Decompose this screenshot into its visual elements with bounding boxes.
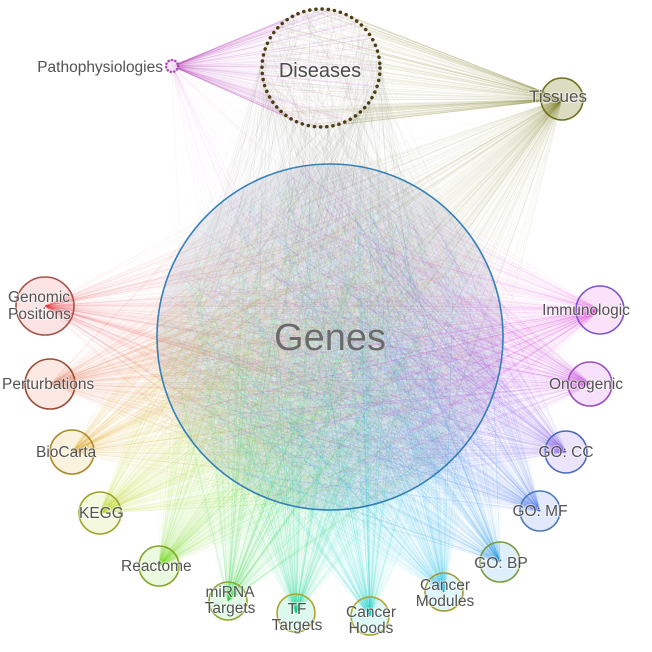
edges-go-mf-to-genes — [160, 167, 541, 512]
edges-reactome-to-genes — [158, 165, 495, 567]
edges-cancer-modules-to-genes — [159, 172, 482, 593]
edges-go-cc-to-genes — [166, 167, 567, 503]
node-tf-targets[interactable] — [276, 593, 316, 633]
label-go-mf: GO: MF — [512, 503, 567, 520]
node-cancer-modules[interactable] — [424, 572, 464, 612]
node-layer — [15, 7, 625, 636]
node-go-mf[interactable] — [519, 490, 561, 532]
edges-biocarta-to-genes — [71, 172, 500, 504]
node-go-cc[interactable] — [544, 430, 588, 474]
label-oncogenic: Oncogenic — [549, 376, 623, 393]
label-go-bp: GO: BP — [474, 555, 527, 572]
node-biocarta[interactable] — [49, 429, 95, 475]
node-perturbations[interactable] — [24, 358, 76, 410]
genes-label: Genes — [274, 317, 386, 359]
label-pathophysiologies: Pathophysiologies — [37, 59, 163, 76]
node-mirna-targets[interactable] — [208, 581, 248, 621]
label-tissues: Tissues — [529, 87, 587, 106]
label-go-cc: GO: CC — [538, 444, 593, 461]
label-layer: Genes Diseases PathophysiologiesTissuesGen… — [1, 58, 631, 638]
label-immunologic: Immunologic — [542, 302, 630, 319]
genes-area — [157, 164, 503, 510]
node-kegg[interactable] — [78, 491, 122, 535]
edges-mirna-targets-to-genes — [160, 178, 492, 602]
label-perturbations: Perturbations — [2, 376, 94, 393]
edge-layer — [44, 8, 601, 617]
label-reactome: Reactome — [121, 558, 192, 575]
node-oncogenic[interactable] — [567, 361, 613, 407]
edges-genomic-positions-to-genes — [44, 169, 496, 500]
node-reactome[interactable] — [138, 545, 180, 587]
edges-immunologic-to-genes — [168, 169, 601, 508]
edges-kegg-to-genes — [99, 165, 499, 514]
edges-perturbations-to-genes — [49, 171, 495, 504]
node-genomic-positions[interactable] — [15, 276, 75, 336]
node-immunologic[interactable] — [575, 285, 625, 335]
edges-pathophysiologies-to-diseases — [171, 8, 381, 128]
node-go-bp[interactable] — [479, 541, 521, 583]
edges-tf-targets-to-genes — [170, 173, 482, 614]
edges-go-bp-to-genes — [162, 169, 501, 563]
node-pathophysiologies[interactable] — [164, 58, 180, 74]
edges-diseases-to-genes — [168, 8, 496, 498]
node-genes[interactable] — [156, 163, 504, 511]
label-diseases: Diseases — [279, 60, 361, 82]
edges-tissues-to-genes — [161, 98, 563, 508]
label-biocarta: BioCarta — [36, 444, 97, 461]
edges-tissues-to-diseases — [261, 8, 563, 128]
edges-oncogenic-to-genes — [163, 171, 591, 499]
edges-cancer-hoods-to-genes — [165, 175, 494, 617]
label-kegg: KEGG — [79, 505, 124, 522]
node-tissues[interactable] — [540, 77, 584, 121]
node-diseases[interactable] — [260, 7, 382, 129]
node-cancer-hoods[interactable] — [350, 596, 390, 636]
